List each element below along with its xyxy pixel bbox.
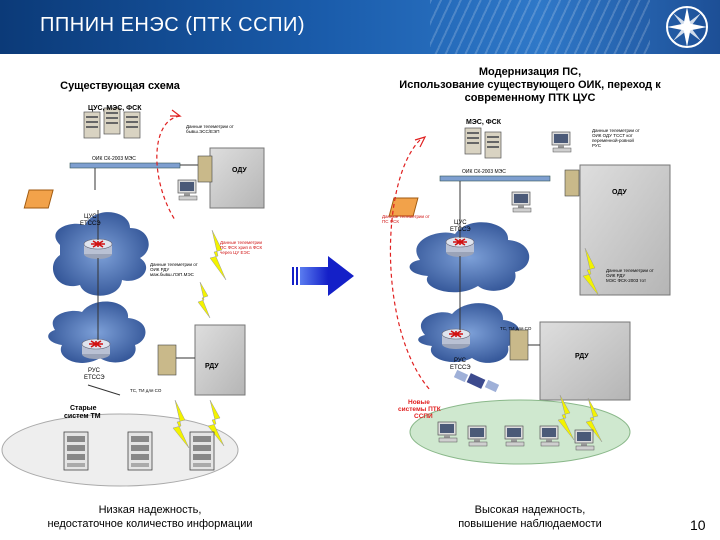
note-tc-right: ТС, ТИ для СО: [500, 326, 532, 331]
rdu-box-left: [194, 324, 246, 396]
workstation-icon: [551, 131, 572, 153]
solar-terminal-icon: [23, 189, 54, 209]
wireless-link-icon: [197, 281, 211, 319]
rack-icon: [189, 431, 215, 471]
bus-line-right: [439, 175, 551, 182]
header-decoration: [430, 0, 650, 54]
workstation-icon: [574, 429, 595, 451]
data-flow-line: [156, 115, 181, 221]
satellite-icon: [453, 369, 500, 393]
etssa-label: ЕТССЭ: [433, 299, 457, 306]
workstation-icon: [511, 191, 532, 213]
header-bar: ППНИН ЕНЭС (ПТК ССПИ): [0, 0, 720, 54]
gateway-icon: [197, 155, 213, 183]
etssa-label: ЕТССЭ: [68, 297, 92, 304]
server-icon: [123, 111, 141, 139]
rdu-box-right: [539, 321, 631, 401]
wireless-link-icon: [585, 397, 603, 443]
workstation-icon: [504, 425, 525, 447]
gateway-icon: [509, 329, 529, 361]
router-icon: [81, 338, 111, 360]
note-tc-left: ТС, ТИ для СО: [130, 388, 162, 393]
wireless-link-icon: [557, 394, 575, 441]
rdu-label: РДУ: [575, 353, 589, 360]
odu-box-right: [579, 164, 671, 296]
left-bottom-caption: Низкая надежность, недостаточное количес…: [47, 504, 253, 530]
transition-arrow-icon: [292, 256, 354, 296]
cloud-right-upper: [409, 222, 530, 293]
gateway-icon: [564, 169, 580, 197]
workstation-icon: [177, 179, 198, 201]
workstation-icon: [539, 425, 560, 447]
rack-icon: [63, 431, 89, 471]
gateway-icon: [157, 344, 177, 376]
server-icon: [484, 131, 502, 159]
right-bottom-caption: Высокая надежность, повышение наблюдаемо…: [458, 504, 602, 530]
workstation-icon: [437, 421, 458, 443]
top-node-label: МЭС, ФСК: [466, 119, 502, 126]
wireless-link-icon: [172, 399, 190, 449]
page-number: 10: [690, 517, 706, 533]
bus-line-left: [69, 162, 181, 169]
odu-label: ОДУ: [612, 189, 627, 196]
odu-box-left: [209, 147, 265, 209]
rdu-label: РДУ: [205, 363, 219, 370]
wireless-link-icon: [209, 229, 227, 281]
router-icon: [441, 328, 471, 350]
right-caption: Модернизация ПС, Использование существую…: [399, 66, 661, 104]
top-node-label: ЦУС, МЭС, ФСК: [88, 105, 142, 112]
left-caption: Существующая схема: [60, 80, 180, 92]
solar-terminal-icon: [388, 197, 419, 217]
oik-label: ОИК СК-2003 МЭС: [92, 156, 136, 162]
rack-icon: [127, 431, 153, 471]
data-flow-line: [389, 139, 431, 391]
slide-title: ППНИН ЕНЭС (ПТК ССПИ): [40, 14, 305, 36]
cloud-left-lower: [48, 301, 146, 363]
wireless-link-icon: [582, 247, 600, 297]
oik-label: ОИК СК-2003 МЭС: [462, 169, 506, 175]
server-icon: [83, 111, 101, 139]
company-logo-icon: [666, 6, 708, 48]
wireless-link-icon: [207, 399, 225, 447]
odu-label: ОДУ: [232, 167, 247, 174]
workstation-icon: [467, 425, 488, 447]
router-icon: [445, 236, 475, 258]
router-icon: [83, 238, 113, 260]
server-icon: [464, 127, 482, 155]
